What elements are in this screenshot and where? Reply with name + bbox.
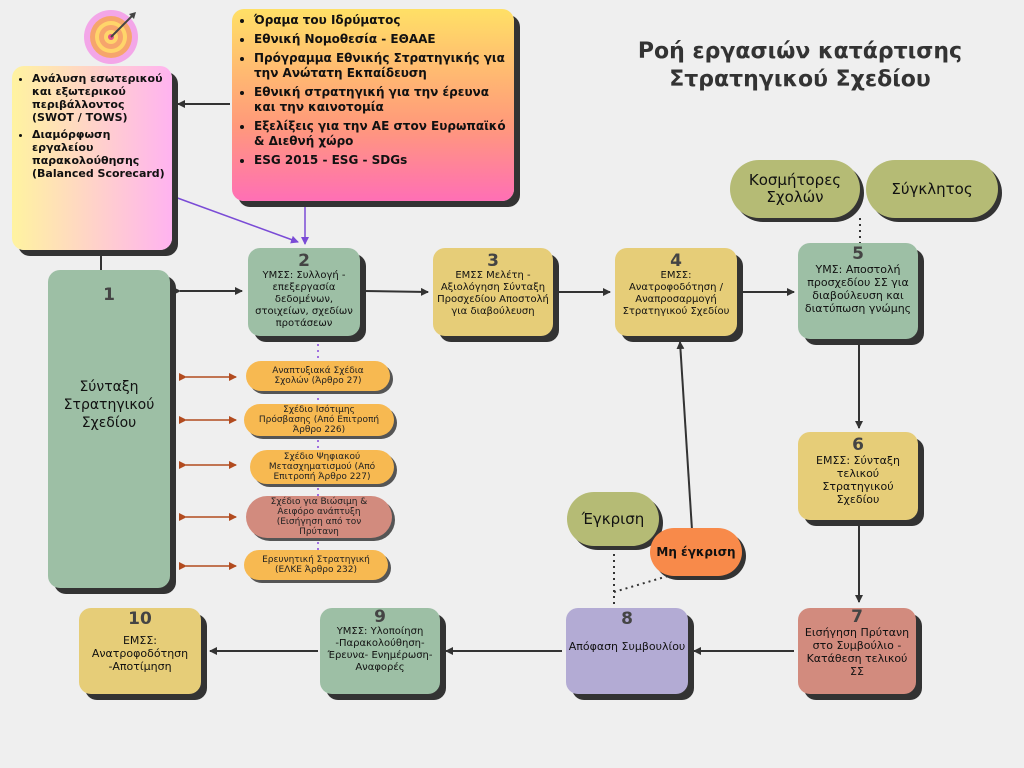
step-label: Απόφαση Συμβουλίου	[568, 640, 686, 653]
step-number: 2	[298, 251, 310, 271]
step-6-box: 6 ΕΜΣΣ: Σύνταξη τελικού Στρατηγικού Σχεδ…	[798, 432, 918, 520]
deans-oval: Κοσμήτορες Σχολών	[730, 160, 860, 218]
step-number: 3	[487, 251, 499, 271]
plan-pill: Σχέδιο Ισότιμης Πρόσβασης (Από Επιτροπή …	[244, 404, 394, 436]
dotted-step8-reject	[613, 575, 669, 593]
context-item: Πρόγραμμα Εθνικής Στρατηγικής για την Αν…	[254, 51, 506, 81]
step-3-box: 3 ΕΜΣΣ Μελέτη - Αξιολόγηση Σύνταξη Προσχ…	[433, 248, 553, 336]
step-number: 8	[621, 609, 633, 629]
step-7-box: 7 Εισήγηση Πρύτανη στο Συμβούλιο - Κατάθ…	[798, 608, 916, 694]
step-number: 10	[128, 609, 152, 629]
plan-label: Αναπτυξιακά Σχέδια Σχολών (Άρθρο 27)	[272, 366, 364, 386]
reject-oval: Μη έγκριση	[650, 528, 742, 576]
context-item: Εθνική Νομοθεσία - ΕΘΑΑΕ	[254, 32, 506, 47]
step-9-box: 9 ΥΜΣΣ: Υλοποίηση -Παρακολούθηση- Έρευνα…	[320, 608, 440, 694]
analysis-tools-box: Ανάλυση εσωτερικού και εξωτερικού περιβά…	[12, 66, 172, 250]
plan-pill: Ερευνητική Στρατηγική (ΕΛΚΕ Άρθρο 232)	[244, 550, 388, 580]
arrow-reject-step4	[676, 341, 693, 531]
step-2-box: 2 ΥΜΣΣ: Συλλογή - επεξεργασία δεδομένων,…	[248, 248, 360, 336]
step-label: ΕΜΣΣ: Ανατροφοδότηση -Αποτίμηση	[91, 634, 189, 673]
step-1-box: 1 Σύνταξη Στρατηγικού Σχεδίου	[48, 270, 170, 588]
page-title: Ροή εργασιών κατάρτισης Στρατηγικού Σχεδ…	[637, 39, 963, 92]
plan-label: Ερευνητική Στρατηγική (ΕΛΚΕ Άρθρο 232)	[262, 555, 370, 575]
context-item: Εθνική στρατηγική για την έρευνα και την…	[254, 85, 506, 115]
step-label: ΕΜΣΣ: Σύνταξη τελικού Στρατηγικού Σχεδίο…	[816, 454, 900, 506]
step-number: 1	[103, 285, 115, 305]
step-label: Σύνταξη Στρατηγικού Σχεδίου	[63, 379, 155, 431]
analysis-item: Ανάλυση εσωτερικού και εξωτερικού περιβά…	[32, 72, 166, 124]
plan-pill: Αναπτυξιακά Σχέδια Σχολών (Άρθρο 27)	[246, 361, 390, 391]
plan-label: Σχέδιο Ισότιμης Πρόσβασης (Από Επιτροπή …	[258, 405, 380, 435]
step-number: 4	[670, 251, 682, 271]
target-icon	[82, 8, 140, 66]
step-label: ΥΜΣΣ: Συλλογή - επεξεργασία δεδομένων, σ…	[255, 270, 353, 329]
senate-oval: Σύγκλητος	[866, 160, 998, 218]
step-label: ΥΜΣ: Αποστολή προσχεδίου ΣΣ για διαβούλε…	[804, 263, 912, 315]
approve-oval: Έγκριση	[567, 492, 659, 546]
context-inputs-box: Όραμα του Ιδρύματος Εθνική Νομοθεσία - Ε…	[232, 9, 514, 201]
plan-label: Σχέδιο Ψηφιακού Μετασχηματισμού (Από Επι…	[268, 452, 376, 482]
context-item: ESG 2015 - ESG - SDGs	[254, 153, 506, 168]
step-5-box: 5 ΥΜΣ: Αποστολή προσχεδίου ΣΣ για διαβού…	[798, 243, 918, 339]
step-label: ΕΜΣΣ: Ανατροφοδότηση / Αναπροσαρμογή Στρ…	[622, 270, 730, 317]
step-4-box: 4 ΕΜΣΣ: Ανατροφοδότηση / Αναπροσαρμογή Σ…	[615, 248, 737, 336]
step-number: 6	[852, 435, 864, 455]
context-item: Εξελίξεις για την ΑΕ στον Ευρωπαϊκό & Δι…	[254, 119, 506, 149]
step-number: 9	[374, 607, 386, 627]
arrow-step2-step3	[363, 287, 429, 296]
step-10-box: 10 ΕΜΣΣ: Ανατροφοδότηση -Αποτίμηση	[79, 608, 201, 694]
step-number: 5	[852, 244, 864, 264]
link-left-to-step2	[164, 189, 299, 244]
step-number: 7	[851, 607, 863, 627]
plan-pill: Σχέδιο για Βιώσιμη & Αειφόρο ανάπτυξη (Ε…	[246, 496, 392, 538]
analysis-item: Διαμόρφωση εργαλείου παρακολούθησης (Bal…	[32, 128, 166, 180]
plan-pill: Σχέδιο Ψηφιακού Μετασχηματισμού (Από Επι…	[250, 450, 394, 484]
step-label: ΥΜΣΣ: Υλοποίηση -Παρακολούθηση- Έρευνα- …	[327, 626, 433, 673]
plan-label: Σχέδιο για Βιώσιμη & Αειφόρο ανάπτυξη (Ε…	[270, 497, 368, 537]
step-label: ΕΜΣΣ Μελέτη - Αξιολόγηση Σύνταξη Προσχεδ…	[437, 270, 549, 317]
step-8-box: 8 Απόφαση Συμβουλίου	[566, 608, 688, 694]
step-label: Εισήγηση Πρύτανη στο Συμβούλιο - Κατάθεσ…	[804, 626, 910, 678]
context-item: Όραμα του Ιδρύματος	[254, 13, 506, 28]
